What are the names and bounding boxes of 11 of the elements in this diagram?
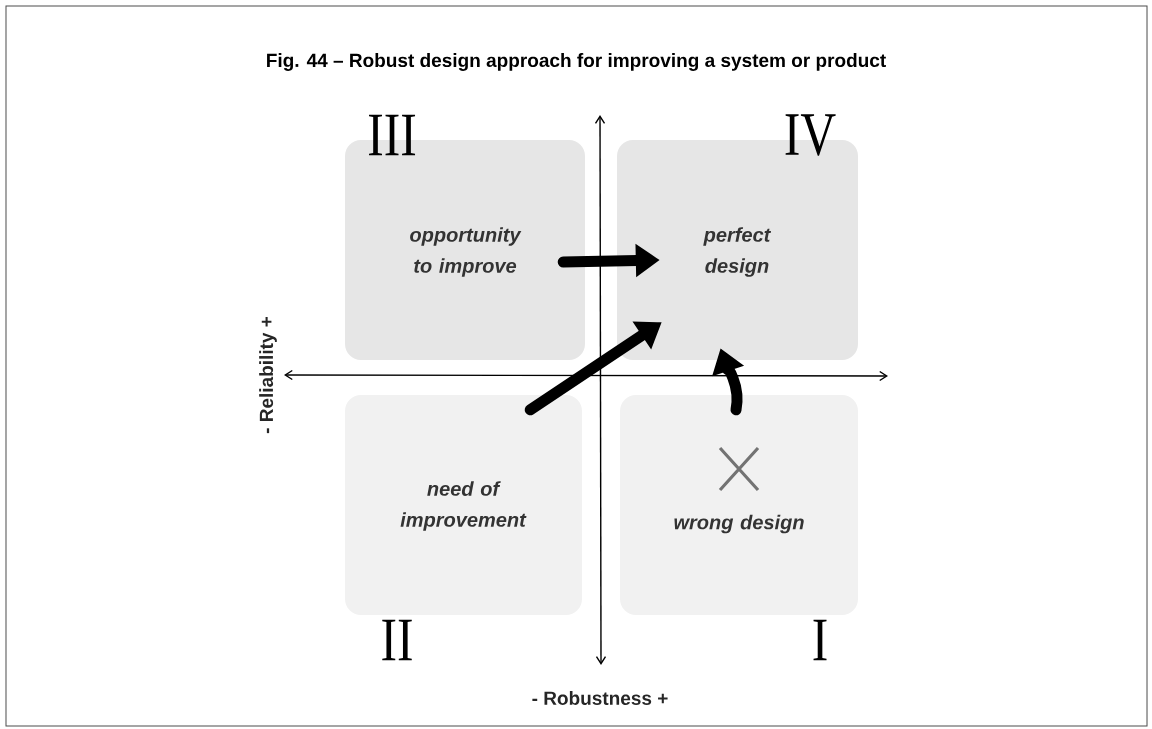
quadrant-label: wrong design [674,514,804,534]
quadrant-label: need of improvement [400,481,527,531]
roman-numeral: IV [785,114,836,156]
axis-label: - Reliability + [259,316,277,434]
title: Fig. 44 – Robust design approach for improving a system or product [267,53,886,71]
roman-numeral: I [813,619,827,661]
axis-label: - Robustness + [532,691,668,705]
quadrant-label: opportunity to improve [410,227,522,277]
roman-numeral: III [369,114,416,156]
quadrant-label: perfect design [703,227,771,277]
roman-numeral: II [382,619,412,661]
